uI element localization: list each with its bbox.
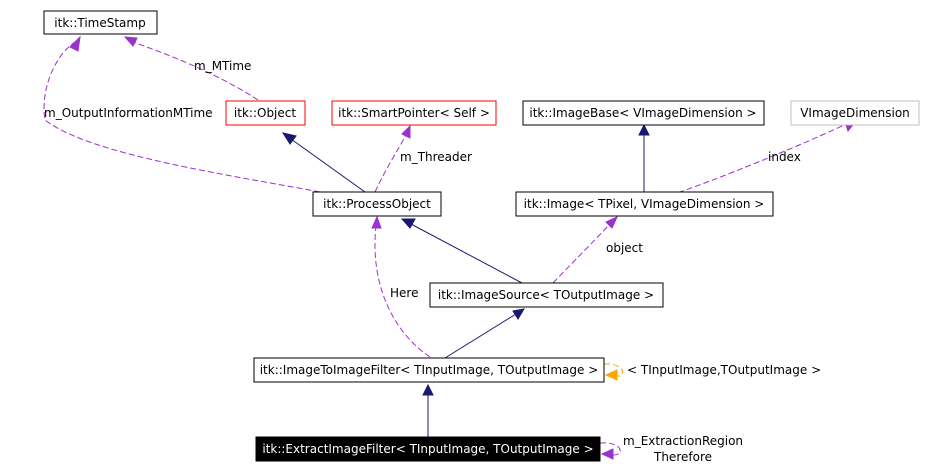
edge-processobject-used-by-i2ifilter: Here <box>371 215 431 358</box>
node-imagebase[interactable]: itk::ImageBase< VImageDimension > <box>522 100 765 126</box>
node-imagebase-label: itk::ImageBase< VImageDimension > <box>529 106 756 120</box>
node-vimagedimension-label: VImageDimension <box>800 106 910 120</box>
edge-label-m-extractionregion: m_ExtractionRegion <box>623 434 743 448</box>
edge-vimagedimension-used-by-image: index <box>679 120 858 193</box>
edge-image-used-by-imagesource: object <box>552 215 643 284</box>
edge-label-object: object <box>606 241 643 255</box>
edge-i2ifilter-template-instance: < TInputImage,TOutputImage > <box>603 363 821 381</box>
edge-label-index: index <box>768 150 801 164</box>
node-smartpointer[interactable]: itk::SmartPointer< Self > <box>331 100 497 126</box>
node-image-label: itk::Image< TPixel, VImageDimension > <box>524 197 765 211</box>
edge-object-uses-timestamp-mtime: m_MTime <box>123 36 259 101</box>
node-object-label: itk::Object <box>234 106 296 120</box>
node-processobject[interactable]: itk::ProcessObject <box>312 191 442 217</box>
node-imagetoimagefilter-label: itk::ImageToImageFilter< TInputImage, TO… <box>260 363 599 377</box>
node-timestamp[interactable]: itk::TimeStamp <box>43 10 158 35</box>
edge-processobject-inherits-object <box>281 132 366 193</box>
edge-label-therefore: Therefore <box>653 450 712 464</box>
node-image[interactable]: itk::Image< TPixel, VImageDimension > <box>515 191 774 217</box>
edge-label-m-threader: m_Threader <box>400 150 472 164</box>
node-extractimagefilter-label: itk::ExtractImageFilter< TInputImage, TO… <box>262 442 593 456</box>
edge-label-m-mtime: m_MTime <box>194 59 251 73</box>
node-processobject-label: itk::ProcessObject <box>323 197 431 211</box>
node-extractimagefilter[interactable]: itk::ExtractImageFilter< TInputImage, TO… <box>255 436 601 462</box>
node-imagesource-label: itk::ImageSource< TOutputImage > <box>438 288 654 302</box>
edge-extract-inherits-i2ifilter <box>422 383 434 437</box>
edge-label-m-outputinformationmtime: m_OutputInformationMTime <box>44 106 213 120</box>
edge-processobject-uses-smartpointer: m_Threader <box>374 124 472 193</box>
node-object[interactable]: itk::Object <box>225 100 306 126</box>
edge-extract-self-usage: m_ExtractionRegion Therefore <box>599 434 743 464</box>
node-vimagedimension[interactable]: VImageDimension <box>790 100 920 126</box>
edge-label-template-args: < TInputImage,TOutputImage > <box>627 363 821 377</box>
node-imagetoimagefilter[interactable]: itk::ImageToImageFilter< TInputImage, TO… <box>253 357 605 383</box>
edge-processobject-uses-timestamp: m_OutputInformationMTime <box>43 35 321 193</box>
node-imagesource[interactable]: itk::ImageSource< TOutputImage > <box>429 282 664 308</box>
edge-image-inherits-imagebase <box>638 123 650 192</box>
edge-label-here: Here <box>390 286 418 300</box>
edge-imagesource-inherits-processobject <box>400 218 523 284</box>
node-smartpointer-label: itk::SmartPointer< Self > <box>338 106 490 120</box>
edge-i2ifilter-inherits-imagesource <box>444 308 525 359</box>
node-timestamp-label: itk::TimeStamp <box>54 16 145 30</box>
